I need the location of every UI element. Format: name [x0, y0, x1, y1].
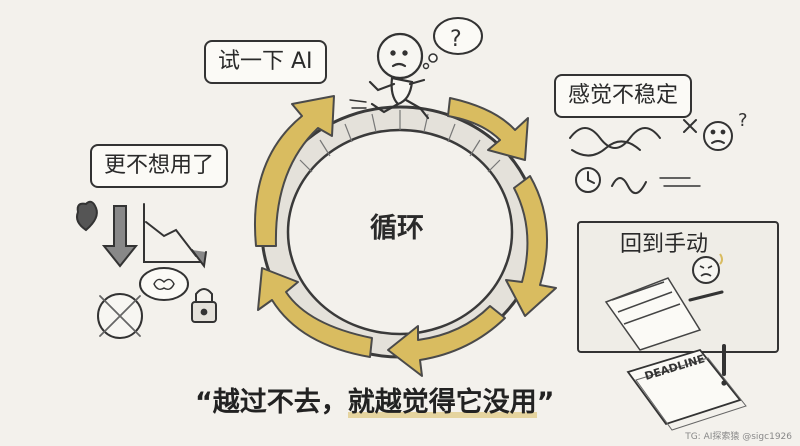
bottom-quote: “越过不去，就越觉得它没用” — [195, 380, 555, 419]
arrow-top-right — [447, 97, 529, 161]
unstable-doodles: ? — [569, 110, 748, 194]
cycle-center-label: 循环 — [370, 213, 424, 244]
step-try-ai: 试一下 AI — [204, 40, 327, 84]
arrow-bottom-left — [257, 267, 373, 358]
thought-question-mark: ? — [450, 27, 462, 52]
step-manual: 回到手动 — [620, 232, 709, 257]
doodle-question-mark: ? — [738, 110, 748, 131]
arrow-right — [505, 175, 557, 317]
arrow-left — [254, 95, 335, 247]
step-unstable: 感觉不稳定 — [554, 74, 693, 118]
running-character — [349, 32, 430, 120]
arrow-bottom-right — [387, 305, 506, 377]
quote-open: “越过不去， — [195, 387, 348, 418]
step-quit: 更不想用了 — [90, 144, 229, 188]
watermark: TG: AI探索猿 @sigc1926 — [685, 432, 792, 442]
quit-doodles — [76, 200, 217, 339]
manual-work-panel: DEADLINE — [577, 221, 779, 431]
cycle-arrows — [254, 95, 557, 377]
quote-highlight: 就越觉得它没用 — [347, 387, 537, 418]
quote-close: ” — [536, 387, 555, 418]
treadmill-wheel — [260, 105, 540, 359]
thought-bubble: ? — [422, 17, 483, 70]
